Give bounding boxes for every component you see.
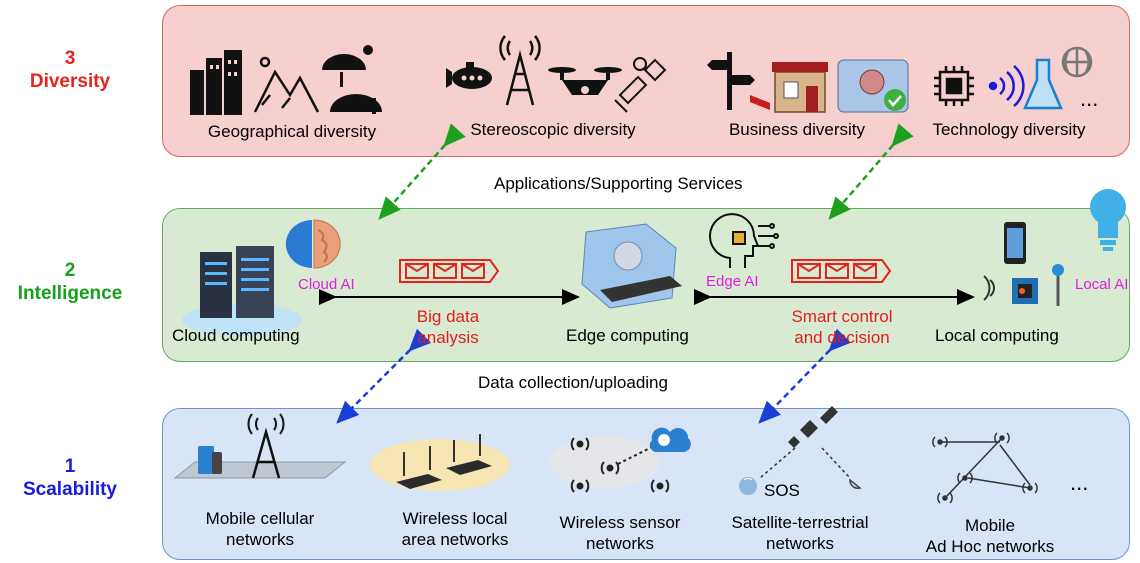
mobile-cellular-label: Mobile cellular networks (180, 508, 340, 550)
local-computing-label: Local computing (935, 326, 1059, 345)
mountain-icon (253, 56, 320, 113)
edge-router-icon (581, 223, 682, 309)
edge-ai-label: Edge AI (706, 273, 759, 290)
data-collection-label: Data collection/uploading (478, 373, 668, 392)
scalability-ellipsis: ... (1070, 470, 1089, 495)
satellite-terrestrial-icon (739, 406, 862, 495)
manet-label: Mobile Ad Hoc networks (910, 515, 1070, 557)
cloud-computing-label: Cloud computing (172, 326, 300, 345)
big-data-label: Big data analysis (398, 306, 498, 348)
sat-terrestrial-line2: networks (765, 534, 835, 553)
layer3-label: 3 Diversity (0, 47, 140, 93)
smart-control-line2: and decision (794, 328, 890, 347)
layer3-title: Diversity (29, 71, 111, 92)
big-data-line1: Big data (416, 307, 480, 326)
local-devices-icon (983, 222, 1064, 306)
brain-ai-icon (285, 219, 341, 269)
applications-label: Applications/Supporting Services (494, 174, 743, 193)
sos-label: SOS (764, 481, 800, 500)
wlan-line2: area networks (401, 530, 509, 549)
business-diversity-label: Business diversity (728, 120, 866, 139)
sat-terrestrial-line1: Satellite-terrestrial (731, 513, 869, 532)
edge-ai-head-icon (709, 213, 779, 268)
stereoscopic-diversity-label: Stereoscopic diversity (470, 120, 636, 139)
wireless-sensor-icon (550, 427, 691, 493)
local-ai-label: Local AI (1075, 276, 1129, 293)
message-box-right (791, 259, 892, 283)
drone-icon (548, 67, 622, 95)
wsn-line1: Wireless sensor (559, 513, 681, 532)
desert-icon (322, 45, 382, 114)
smart-control-label: Smart control and decision (772, 306, 912, 348)
wlan-icon (370, 434, 510, 491)
mobile-cellular-line1: Mobile cellular (205, 509, 315, 528)
layer1-title: Scalability (23, 479, 117, 500)
big-data-line2: analysis (417, 328, 479, 347)
technology-diversity-label: Technology diversity (932, 120, 1086, 139)
manet-icon (932, 432, 1038, 504)
mobile-cellular-line2: networks (225, 530, 295, 549)
manet-line2: Ad Hoc networks (925, 537, 1055, 556)
satellite-icon (614, 57, 667, 113)
cell-tower-icon (499, 35, 541, 106)
layer1-label: 1 Scalability (0, 455, 140, 501)
layer3-number: 3 (64, 48, 76, 69)
layer2-number: 2 (64, 260, 76, 281)
wireless-icon (988, 65, 1025, 107)
manet-line1: Mobile (964, 516, 1016, 535)
diversity-ellipsis: ... (1080, 86, 1099, 111)
smart-control-line1: Smart control (791, 307, 893, 326)
mobile-cellular-icon (173, 413, 347, 479)
message-box-left (399, 259, 500, 283)
wsn-line2: networks (585, 534, 655, 553)
layer2-label: 2 Intelligence (0, 259, 140, 305)
layer1-number: 1 (64, 456, 76, 477)
scalability-layer (162, 408, 1130, 560)
factory-icon (837, 59, 909, 113)
intelligence-scalability-arrow-right (758, 328, 852, 424)
flask-icon (1023, 46, 1093, 110)
city-icon (190, 50, 242, 115)
cloud-server-icon (182, 246, 302, 336)
layer2-title: Intelligence (17, 283, 123, 304)
local-ai-bulb-icon (1090, 189, 1126, 251)
geographical-diversity-label: Geographical diversity (207, 122, 377, 141)
wsn-label: Wireless sensor networks (540, 512, 700, 554)
diversity-intelligence-arrow-right (828, 123, 914, 220)
signpost-icon (707, 52, 770, 110)
edge-computing-label: Edge computing (566, 326, 689, 345)
shop-icon (772, 62, 828, 113)
wlan-line1: Wireless local (402, 509, 508, 528)
submarine-icon (446, 62, 492, 89)
intelligence-scalability-arrow-left (336, 328, 432, 424)
diversity-intelligence-arrow-left (378, 123, 466, 220)
wlan-label: Wireless local area networks (380, 508, 530, 550)
sat-terrestrial-label: Satellite-terrestrial networks (710, 512, 890, 554)
chip-icon (934, 66, 974, 106)
cloud-ai-label: Cloud AI (298, 276, 355, 293)
